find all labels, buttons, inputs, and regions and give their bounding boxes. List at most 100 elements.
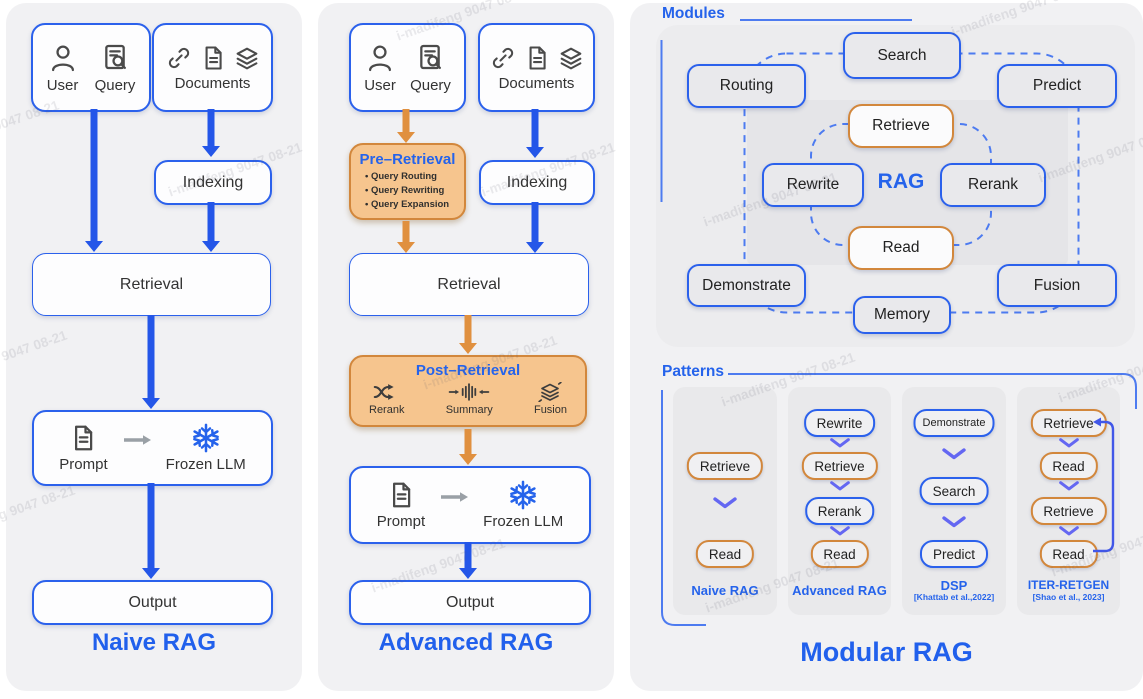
pattern-step: Read <box>1039 540 1098 568</box>
pattern-step: Read <box>810 540 869 568</box>
pattern-step: Retrieve <box>801 452 878 480</box>
pattern-card-advanced-rag: Rewrite Retrieve Rerank Read Advanced RA… <box>788 387 891 615</box>
arrow-indexing-retrieval <box>525 202 544 253</box>
user-query-box: User Query <box>31 23 151 112</box>
output-box: Output <box>32 580 273 625</box>
chevron-down-icon <box>829 438 851 448</box>
query-label: Query <box>94 76 136 94</box>
pattern-step: Retrieve <box>686 452 764 480</box>
module-rewrite: Rewrite <box>762 163 864 207</box>
layers-icon <box>233 44 261 72</box>
chevron-down-icon <box>829 526 851 536</box>
pre-retrieval-item: Query Rewriting <box>365 185 464 196</box>
arrow-retrieval-postretrieval <box>458 315 477 354</box>
module-read-label: Read <box>882 239 920 256</box>
link-icon <box>489 44 517 72</box>
user-icon <box>47 42 79 74</box>
prompt-label: Prompt <box>376 513 426 530</box>
pattern-citation: [Khattab et al.,2022] <box>913 592 995 602</box>
rerank-label: Rerank <box>369 404 405 416</box>
gray-arrow-icon <box>122 434 152 446</box>
arrow-userquery-preretrieval <box>396 109 415 143</box>
prompt-document-icon <box>68 423 98 453</box>
arrow-documents-indexing <box>525 109 544 158</box>
prompt-llm-box: Prompt Frozen LLM <box>349 466 591 544</box>
chevron-down-icon <box>829 481 851 491</box>
pre-retrieval-item: Query Routing <box>365 171 464 182</box>
user-label: User <box>46 76 79 94</box>
pattern-citation: [Shao et al., 2023] <box>1032 592 1105 602</box>
advanced-rag-panel: User Query <box>318 3 614 691</box>
pattern-card-iter-retgen: Retrieve Read Retrieve Read ITER-RETGEN … <box>1017 387 1120 615</box>
summary-label: Summary <box>445 404 493 416</box>
document-icon <box>523 44 551 72</box>
pattern-name: Advanced RAG <box>792 583 887 598</box>
post-retrieval-title: Post–Retrieval <box>415 362 521 379</box>
query-document-icon <box>414 42 446 74</box>
chevron-down-icon <box>1058 438 1080 448</box>
chevron-down-icon <box>941 448 967 460</box>
arrow-prompt-output <box>141 483 160 579</box>
output-label: Output <box>128 593 177 611</box>
chevron-down-icon <box>941 516 967 528</box>
snowflake-icon <box>191 423 221 453</box>
chevron-down-icon <box>1058 526 1080 536</box>
module-retrieve: Retrieve <box>848 104 954 148</box>
fusion-layers-icon <box>537 382 563 402</box>
module-read: Read <box>848 226 954 270</box>
module-rerank: Rerank <box>940 163 1046 207</box>
documents-label: Documents <box>498 74 575 92</box>
pattern-name: ITER-RETGEN <box>1027 578 1110 592</box>
documents-box: Documents <box>478 23 595 112</box>
arrow-indexing-retrieval <box>201 202 220 252</box>
query-label: Query <box>410 76 451 94</box>
frozen-llm-label: Frozen LLM <box>165 456 246 473</box>
pattern-step: Search <box>919 477 989 505</box>
retrieval-label: Retrieval <box>119 275 184 293</box>
post-retrieval-box: Post–Retrieval Rerank <box>349 355 587 427</box>
naive-rag-panel: User Query <box>6 3 302 691</box>
link-icon <box>165 44 193 72</box>
prompt-document-icon <box>386 480 416 510</box>
module-fusion-label: Fusion <box>1033 276 1081 294</box>
indexing-label: Indexing <box>182 173 244 191</box>
pattern-name: Naive RAG <box>691 583 759 598</box>
indexing-label: Indexing <box>506 173 568 191</box>
layers-icon <box>557 44 585 72</box>
naive-rag-title: Naive RAG <box>91 629 217 656</box>
module-predict: Predict <box>997 64 1117 108</box>
modules-section-label: Modules <box>662 5 725 22</box>
query-document-icon <box>99 42 131 74</box>
pattern-step: Retrieve <box>1030 409 1107 437</box>
arrow-preretrieval-retrieval <box>396 221 415 253</box>
module-memory: Memory <box>853 296 951 334</box>
summary-compress-icon <box>448 382 490 402</box>
module-routing: Routing <box>687 64 806 108</box>
pattern-name: DSP <box>940 578 968 593</box>
retrieval-box: Retrieval <box>349 253 589 316</box>
snowflake-icon <box>508 480 538 510</box>
arrow-postretrieval-prompt <box>458 429 477 465</box>
retrieval-label: Retrieval <box>437 275 501 293</box>
arrow-userquery-retrieval <box>84 109 103 252</box>
patterns-section-label: Patterns <box>662 363 725 380</box>
pattern-step: Read <box>1039 452 1098 480</box>
module-search-label: Search <box>877 46 927 64</box>
rerank-shuffle-icon <box>372 382 402 402</box>
gray-arrow-icon <box>439 491 469 503</box>
module-demonstrate-label: Demonstrate <box>702 276 791 294</box>
pattern-step: Rewrite <box>803 409 876 437</box>
module-routing-label: Routing <box>719 77 774 94</box>
module-fusion: Fusion <box>997 264 1117 307</box>
module-rewrite-label: Rewrite <box>786 176 840 193</box>
arrow-prompt-output <box>458 542 477 579</box>
user-query-box: User Query <box>349 23 466 112</box>
arrow-retrieval-prompt <box>141 315 160 409</box>
prompt-llm-box: Prompt Frozen LLM <box>32 410 273 486</box>
chevron-down-icon <box>1058 481 1080 491</box>
pattern-card-naive-rag: Retrieve Read Naive RAG <box>673 387 777 615</box>
pre-retrieval-title: Pre–Retrieval <box>359 151 456 168</box>
documents-box: Documents <box>152 23 273 112</box>
output-box: Output <box>349 580 591 625</box>
pre-retrieval-item: Query Expansion <box>365 199 464 210</box>
